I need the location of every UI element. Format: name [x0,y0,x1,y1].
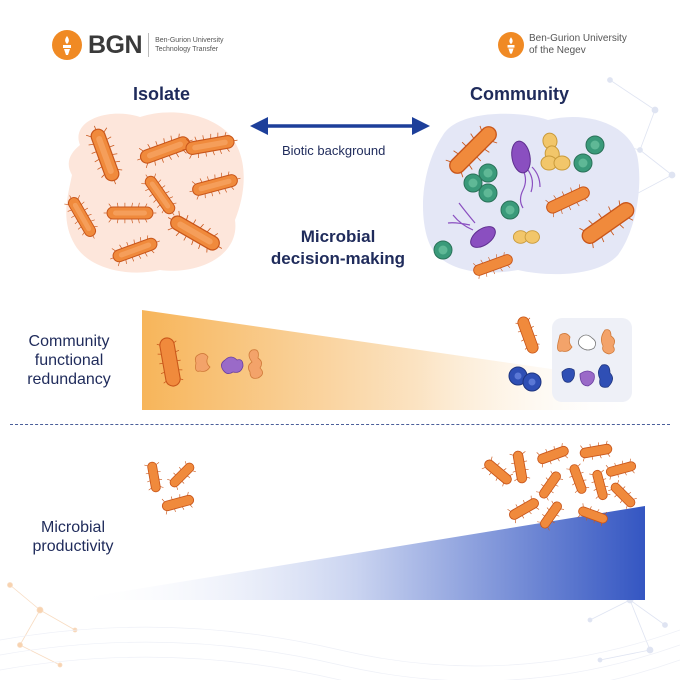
bgu-logo[interactable]: Ben-Gurion University of the Negev [498,28,668,62]
community-heading: Community [470,84,569,104]
bgu-logo-text: Ben-Gurion University of the Negev [529,33,627,57]
productivity-low-cells [143,458,199,516]
logo-divider [148,33,150,57]
torch-icon [498,32,524,58]
center-title-line1: Microbial [300,227,376,246]
community-illustration [423,113,641,280]
bgu-logo-line1: Ben-Gurion University [529,33,627,44]
isolate-illustration [60,112,244,273]
functional-redundancy-label: Community functional redundancy [10,332,128,389]
redundancy-isolate-cells [156,337,263,387]
logo-brand-text: BGN [88,30,143,59]
logo-subtitle-line1: Ben-Gurion University [155,37,224,44]
functional-redundancy-line1: Community [28,333,110,350]
section-divider [10,424,670,425]
microbial-productivity-line1: Microbial [40,519,105,536]
isolate-heading: Isolate [133,84,191,104]
logo-subtitle: Ben-Gurion University Technology Transfe… [155,36,223,54]
center-title: Microbial decision-making [258,226,418,270]
functional-redundancy-line3: redundancy [27,371,111,388]
biotic-background-label: Biotic background [282,143,386,158]
logo-subtitle-line2: Technology Transfer [155,46,219,53]
microbial-productivity-label: Microbial productivity [18,518,128,556]
functional-redundancy-line2: functional [34,352,104,369]
torch-icon [52,30,82,60]
redundancy-community-cells [508,316,632,402]
biotic-background-double-arrow [250,117,430,135]
bgn-logo[interactable]: BGN Ben-Gurion University Technology Tra… [52,28,232,62]
center-title-line2: decision-making [270,249,406,268]
productivity-wedge [70,506,645,600]
microbial-productivity-line2: productivity [32,538,114,555]
bgu-logo-line2: of the Negev [529,45,586,56]
productivity-high-cells [480,439,640,532]
